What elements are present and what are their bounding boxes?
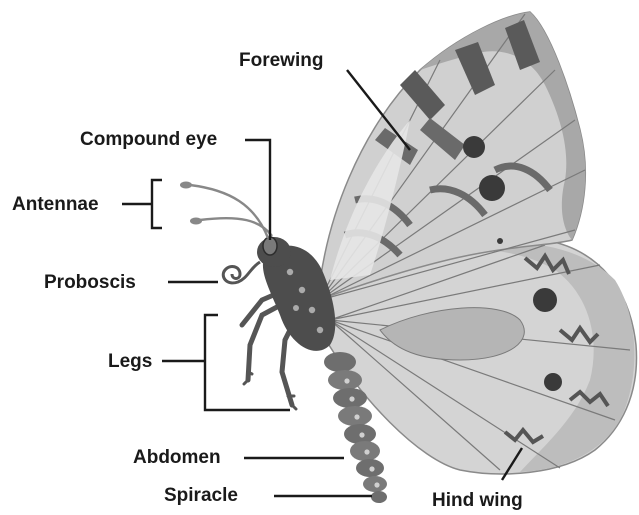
label-forewing: Forewing: [239, 50, 323, 71]
label-proboscis: Proboscis: [44, 272, 136, 293]
antennae-bracket: [152, 180, 162, 228]
label-hind-wing: Hind wing: [432, 490, 523, 511]
label-abdomen: Abdomen: [133, 447, 221, 468]
label-legs: Legs: [108, 351, 152, 372]
label-antennae: Antennae: [12, 194, 99, 215]
label-spiracle: Spiracle: [164, 485, 238, 506]
label-compound-eye: Compound eye: [80, 129, 217, 150]
